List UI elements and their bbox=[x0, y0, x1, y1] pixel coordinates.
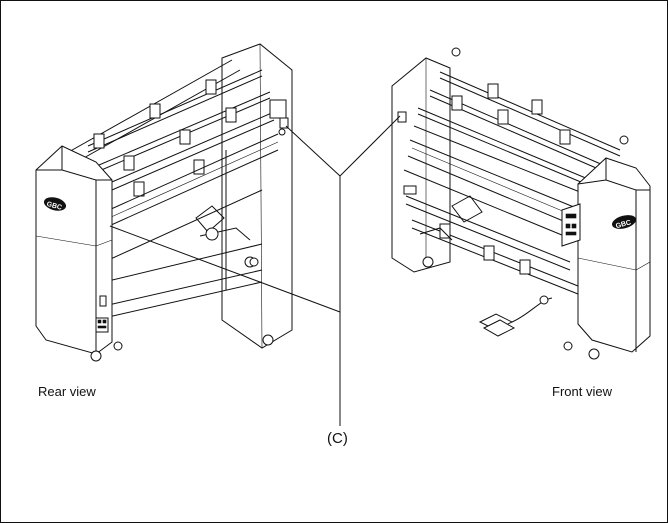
rear-view-label: Rear view bbox=[38, 384, 96, 399]
foot-pedal bbox=[478, 297, 553, 337]
rear-brand-text: GBC bbox=[46, 201, 63, 212]
front-brand-logo: GBC bbox=[612, 215, 636, 230]
callout-leaders bbox=[109, 115, 401, 426]
front-view-machine: GBC bbox=[391, 47, 651, 360]
rear-rollers bbox=[87, 69, 275, 197]
front-view-label: Front view bbox=[552, 384, 612, 399]
front-control-panel bbox=[561, 203, 581, 247]
rear-view-machine: GBC bbox=[35, 43, 293, 362]
callout-c-label: (C) bbox=[327, 430, 348, 447]
front-rollers bbox=[417, 47, 629, 191]
rear-brand-logo: GBC bbox=[43, 197, 67, 212]
front-brand-text: GBC bbox=[615, 219, 632, 230]
